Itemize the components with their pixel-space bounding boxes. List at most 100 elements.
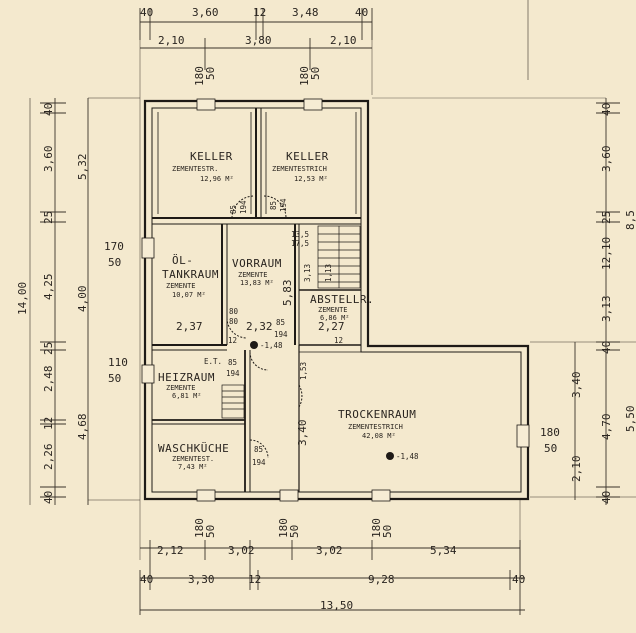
- door-marks: 85 194 85 194 80 80 85 194 85 194 85 194: [226, 198, 288, 467]
- window-mark-left-4: 50: [108, 372, 121, 385]
- stair-mark: 12: [228, 336, 237, 345]
- room-name-line2: TANKRAUM: [162, 268, 219, 281]
- dim-bottom-row2-1: 40: [140, 573, 153, 586]
- room-dim: 3,40: [296, 420, 309, 447]
- stair-mark: 1,53: [299, 362, 308, 380]
- room-name-line1: ÖL-: [172, 254, 193, 267]
- dimension-lines: [29, 0, 636, 615]
- room-floor: ZEMENTESTRICH: [272, 165, 327, 173]
- stairs: [221, 225, 361, 419]
- room-area: 12,96 M²: [200, 175, 234, 183]
- dim-left-total: 14,00: [16, 282, 29, 315]
- window-mark-top-3: 180: [298, 66, 311, 86]
- right-dimensions: 40 3,60 25 12,10 8,5 3,13 40 3,40 4,70 5…: [540, 103, 636, 504]
- window-mark-left-3: 110: [108, 356, 128, 369]
- window-mark-bottom-6: 50: [381, 525, 394, 538]
- room-name: VORRAUM: [232, 257, 282, 270]
- room-trockenraum: TROCKENRAUM ZEMENTESTRICH 42,08 M² 3,40: [296, 408, 416, 446]
- dim-top-3: 12: [253, 6, 266, 19]
- dim-right-1: 40: [600, 103, 613, 116]
- dim-bottom-row2-4: 9,28: [368, 573, 395, 586]
- dim-top-row2-3: 2,10: [330, 34, 357, 47]
- window-mark-bottom-4: 50: [288, 525, 301, 538]
- dim-bottom-row2-2: 3,30: [188, 573, 215, 586]
- window-mark-bottom-2: 50: [204, 525, 217, 538]
- dim-right-6: 3,13: [600, 296, 613, 323]
- dim-right-9: 4,70: [600, 414, 613, 441]
- door-mark: 194: [252, 458, 266, 467]
- dim-left-col2-3: 4,68: [76, 414, 89, 441]
- room-floor: ZEMENTESTRICH: [348, 423, 403, 431]
- dim-bottom-row2-5: 40: [512, 573, 525, 586]
- dim-top-4: 3,48: [292, 6, 319, 19]
- room-area: 13,83 M²: [240, 279, 274, 287]
- door-mark: 80: [229, 317, 239, 326]
- room-area: 42,08 M²: [362, 432, 396, 440]
- room-area: 6,86 M²: [320, 314, 350, 322]
- dim-right-3: 25: [600, 211, 613, 224]
- room-keller-1: KELLER ZEMENTESTR. 12,96 M²: [172, 150, 234, 183]
- window-mark-left-1: 170: [104, 240, 124, 253]
- room-keller-2: KELLER ZEMENTESTRICH 12,53 M²: [272, 150, 329, 183]
- room-vorraum: VORRAUM ZEMENTE 13,83 M² 5,83 2,32: [232, 257, 294, 333]
- door-mark: 194: [274, 330, 288, 339]
- dim-left-5: 25: [42, 342, 55, 355]
- dim-right-7: 40: [600, 341, 613, 354]
- level-mark-trockenraum: -1,48: [396, 452, 419, 461]
- level-marker-symbols: [250, 341, 394, 460]
- stair-mark: 3,13: [303, 264, 312, 282]
- room-name: ABSTELLR.: [310, 293, 374, 306]
- door-mark: 85: [228, 358, 237, 367]
- room-name: KELLER: [286, 150, 329, 163]
- level-marks: -1,48 -1,48: [260, 341, 419, 461]
- window-mark-bottom-3: 180: [277, 518, 290, 538]
- dim-top-row2-1: 2,10: [158, 34, 185, 47]
- room-area: 10,07 M²: [172, 291, 206, 299]
- stair-mark: 1,13: [324, 264, 333, 282]
- window-mark-right-2: 50: [544, 442, 557, 455]
- stair-marks: 13,5 17,5 1,13 3,13 1,53 12 12 E.T.: [204, 230, 343, 380]
- room-waschkueche: WASCHKÜCHE ZEMENTEST. 7,43 M²: [158, 442, 229, 471]
- room-dim: 5,83: [281, 280, 294, 307]
- stair-mark: 17,5: [291, 239, 309, 248]
- door-mark: 194: [226, 369, 240, 378]
- dim-top-1: 40: [140, 6, 153, 19]
- window-mark-bottom-1: 180: [193, 518, 206, 538]
- room-oeltank: ÖL- TANKRAUM ZEMENTE 10,07 M² 2,37: [162, 254, 219, 333]
- door-mark: 85: [269, 201, 278, 210]
- stair-mark: 12: [334, 336, 343, 345]
- dim-right-2: 3,60: [600, 146, 613, 173]
- room-dim-2: 2,32: [246, 320, 273, 333]
- walls: [143, 99, 530, 501]
- dim-left-col2-2: 4,00: [76, 286, 89, 313]
- dim-bottom-4: 5,34: [430, 544, 457, 557]
- door-mark: 85: [229, 205, 238, 214]
- dim-bottom-2: 3,02: [228, 544, 255, 557]
- room-floor: ZEMENTE: [166, 282, 196, 290]
- dim-left-4: 4,25: [42, 274, 55, 301]
- room-floor: ZEMENTESTR.: [172, 165, 218, 173]
- room-name: WASCHKÜCHE: [158, 442, 229, 455]
- room-name: TROCKENRAUM: [338, 408, 416, 421]
- left-dimensions: 40 3,60 25 4,25 25 2,48 12 2,26 40 5,32 …: [16, 103, 128, 504]
- dim-left-1: 40: [42, 103, 55, 116]
- stair-mark: E.T.: [204, 357, 222, 366]
- room-name: KELLER: [190, 150, 233, 163]
- room-abstell: ABSTELLR. ZEMENTE 6,86 M² 2,27: [310, 293, 374, 333]
- dim-left-col2-1: 5,32: [76, 154, 89, 181]
- dim-left-8: 2,26: [42, 444, 55, 471]
- dim-right-11: 2,10: [570, 456, 583, 483]
- room-name: HEIZRAUM: [158, 371, 215, 384]
- door-swings: [226, 195, 303, 459]
- bottom-dimensions: 180 50 180 50 180 50 2,12 3,02 3,02 5,34…: [140, 518, 525, 612]
- room-area: 6,81 M²: [172, 392, 202, 400]
- room-floor: ZEMENTEST.: [172, 455, 214, 463]
- dim-right-10: 5,50: [624, 406, 636, 433]
- dim-bottom-3: 3,02: [316, 544, 343, 557]
- window-mark-top-2: 50: [204, 67, 217, 80]
- dim-left-3: 25: [42, 211, 55, 224]
- dim-right-5: 8,5: [624, 210, 636, 230]
- dim-right-4: 12,10: [600, 237, 613, 270]
- room-heizraum: HEIZRAUM ZEMENTE 6,81 M²: [158, 371, 215, 400]
